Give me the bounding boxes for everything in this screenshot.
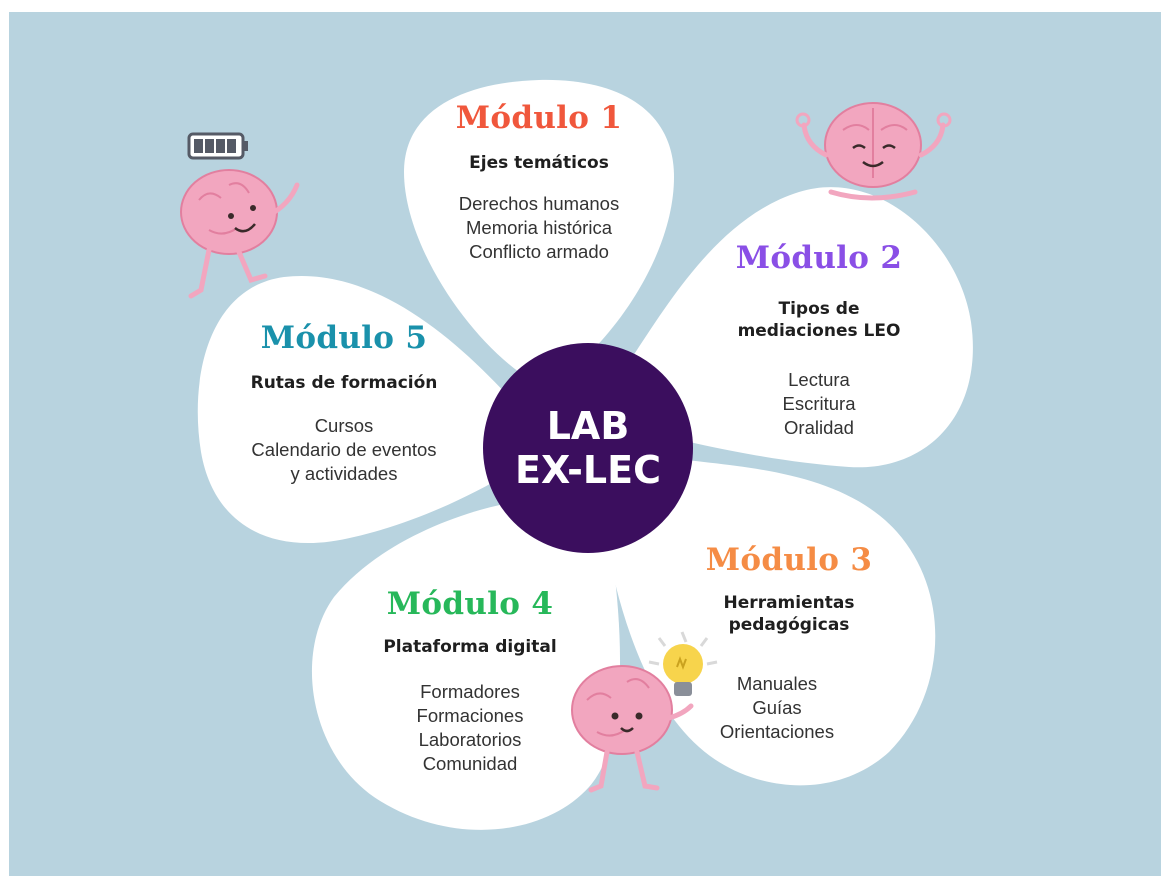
module-2-subtitle: Tipos de mediaciones LEO (737, 299, 901, 341)
module-3-item: Guías (752, 697, 802, 718)
center-circle: LAB EX-LEC (483, 343, 693, 553)
module-2-item: Oralidad (784, 417, 854, 438)
module-4-subtitle: Plataforma digital (383, 637, 557, 657)
petal-module-2 (629, 187, 973, 468)
center-line-1: LAB (546, 404, 630, 448)
module-3-subtitle: Herramientas pedagógicas (723, 593, 855, 635)
module-3-item: Manuales (736, 673, 818, 694)
module-5-item: y actividades (290, 463, 398, 484)
module-3-content: Módulo 3 Herramientas pedagógicas (669, 542, 909, 636)
module-1-item: Derechos humanos (458, 193, 620, 214)
module-3-title: Módulo 3 (705, 542, 873, 578)
module-4-item: Laboratorios (418, 729, 522, 750)
module-2-item: Escritura (782, 393, 856, 414)
module-5-title: Módulo 5 (260, 320, 428, 356)
module-1-subtitle: Ejes temáticos (469, 153, 609, 173)
module-1-title: Módulo 1 (455, 100, 623, 136)
module-4-content: Módulo 4 Plataforma digital Formadores F… (365, 586, 575, 776)
module-4-item: Comunidad (422, 753, 518, 774)
module-2-item: Lectura (788, 369, 850, 390)
module-5-content: Módulo 5 Rutas de formación Cursos Calen… (224, 320, 464, 486)
petal-module-5 (197, 275, 519, 544)
module-2-content: Módulo 2 Tipos de mediaciones LEO Lectur… (699, 240, 939, 440)
module-1-content: Módulo 1 Ejes temáticos Derechos humanos… (439, 100, 639, 264)
brain-meditating-icon (795, 102, 952, 201)
center-line-2: EX-LEC (515, 448, 661, 492)
brain-battery-icon (180, 132, 300, 299)
brain-lightbulb-icon (571, 631, 718, 793)
module-4-items: Formadores Formaciones Laboratorios Comu… (365, 680, 575, 776)
module-5-item: Cursos (314, 415, 374, 436)
module-4-title: Módulo 4 (386, 586, 554, 622)
module-3-items: Manuales Guías Orientaciones (697, 672, 857, 744)
module-2-items: Lectura Escritura Oralidad (699, 368, 939, 440)
module-4-item: Formaciones (416, 705, 524, 726)
petal-module-3 (604, 457, 936, 786)
diagram-canvas: LAB EX-LEC Módulo 1 Ejes temáticos Derec… (9, 12, 1161, 876)
module-2-title: Módulo 2 (735, 240, 903, 276)
petals-layer (197, 79, 973, 830)
module-1-item: Conflicto armado (469, 241, 609, 262)
petal-module-1 (404, 79, 674, 372)
module-1-items: Derechos humanos Memoria histórica Confl… (439, 192, 639, 264)
module-5-items: Cursos Calendario de eventos y actividad… (224, 414, 464, 486)
petal-module-4 (311, 502, 621, 830)
module-4-item: Formadores (420, 681, 520, 702)
module-5-subtitle: Rutas de formación (250, 373, 438, 393)
module-1-item: Memoria histórica (466, 217, 612, 238)
module-5-item: Calendario de eventos (251, 439, 437, 460)
module-3-item: Orientaciones (719, 721, 835, 742)
